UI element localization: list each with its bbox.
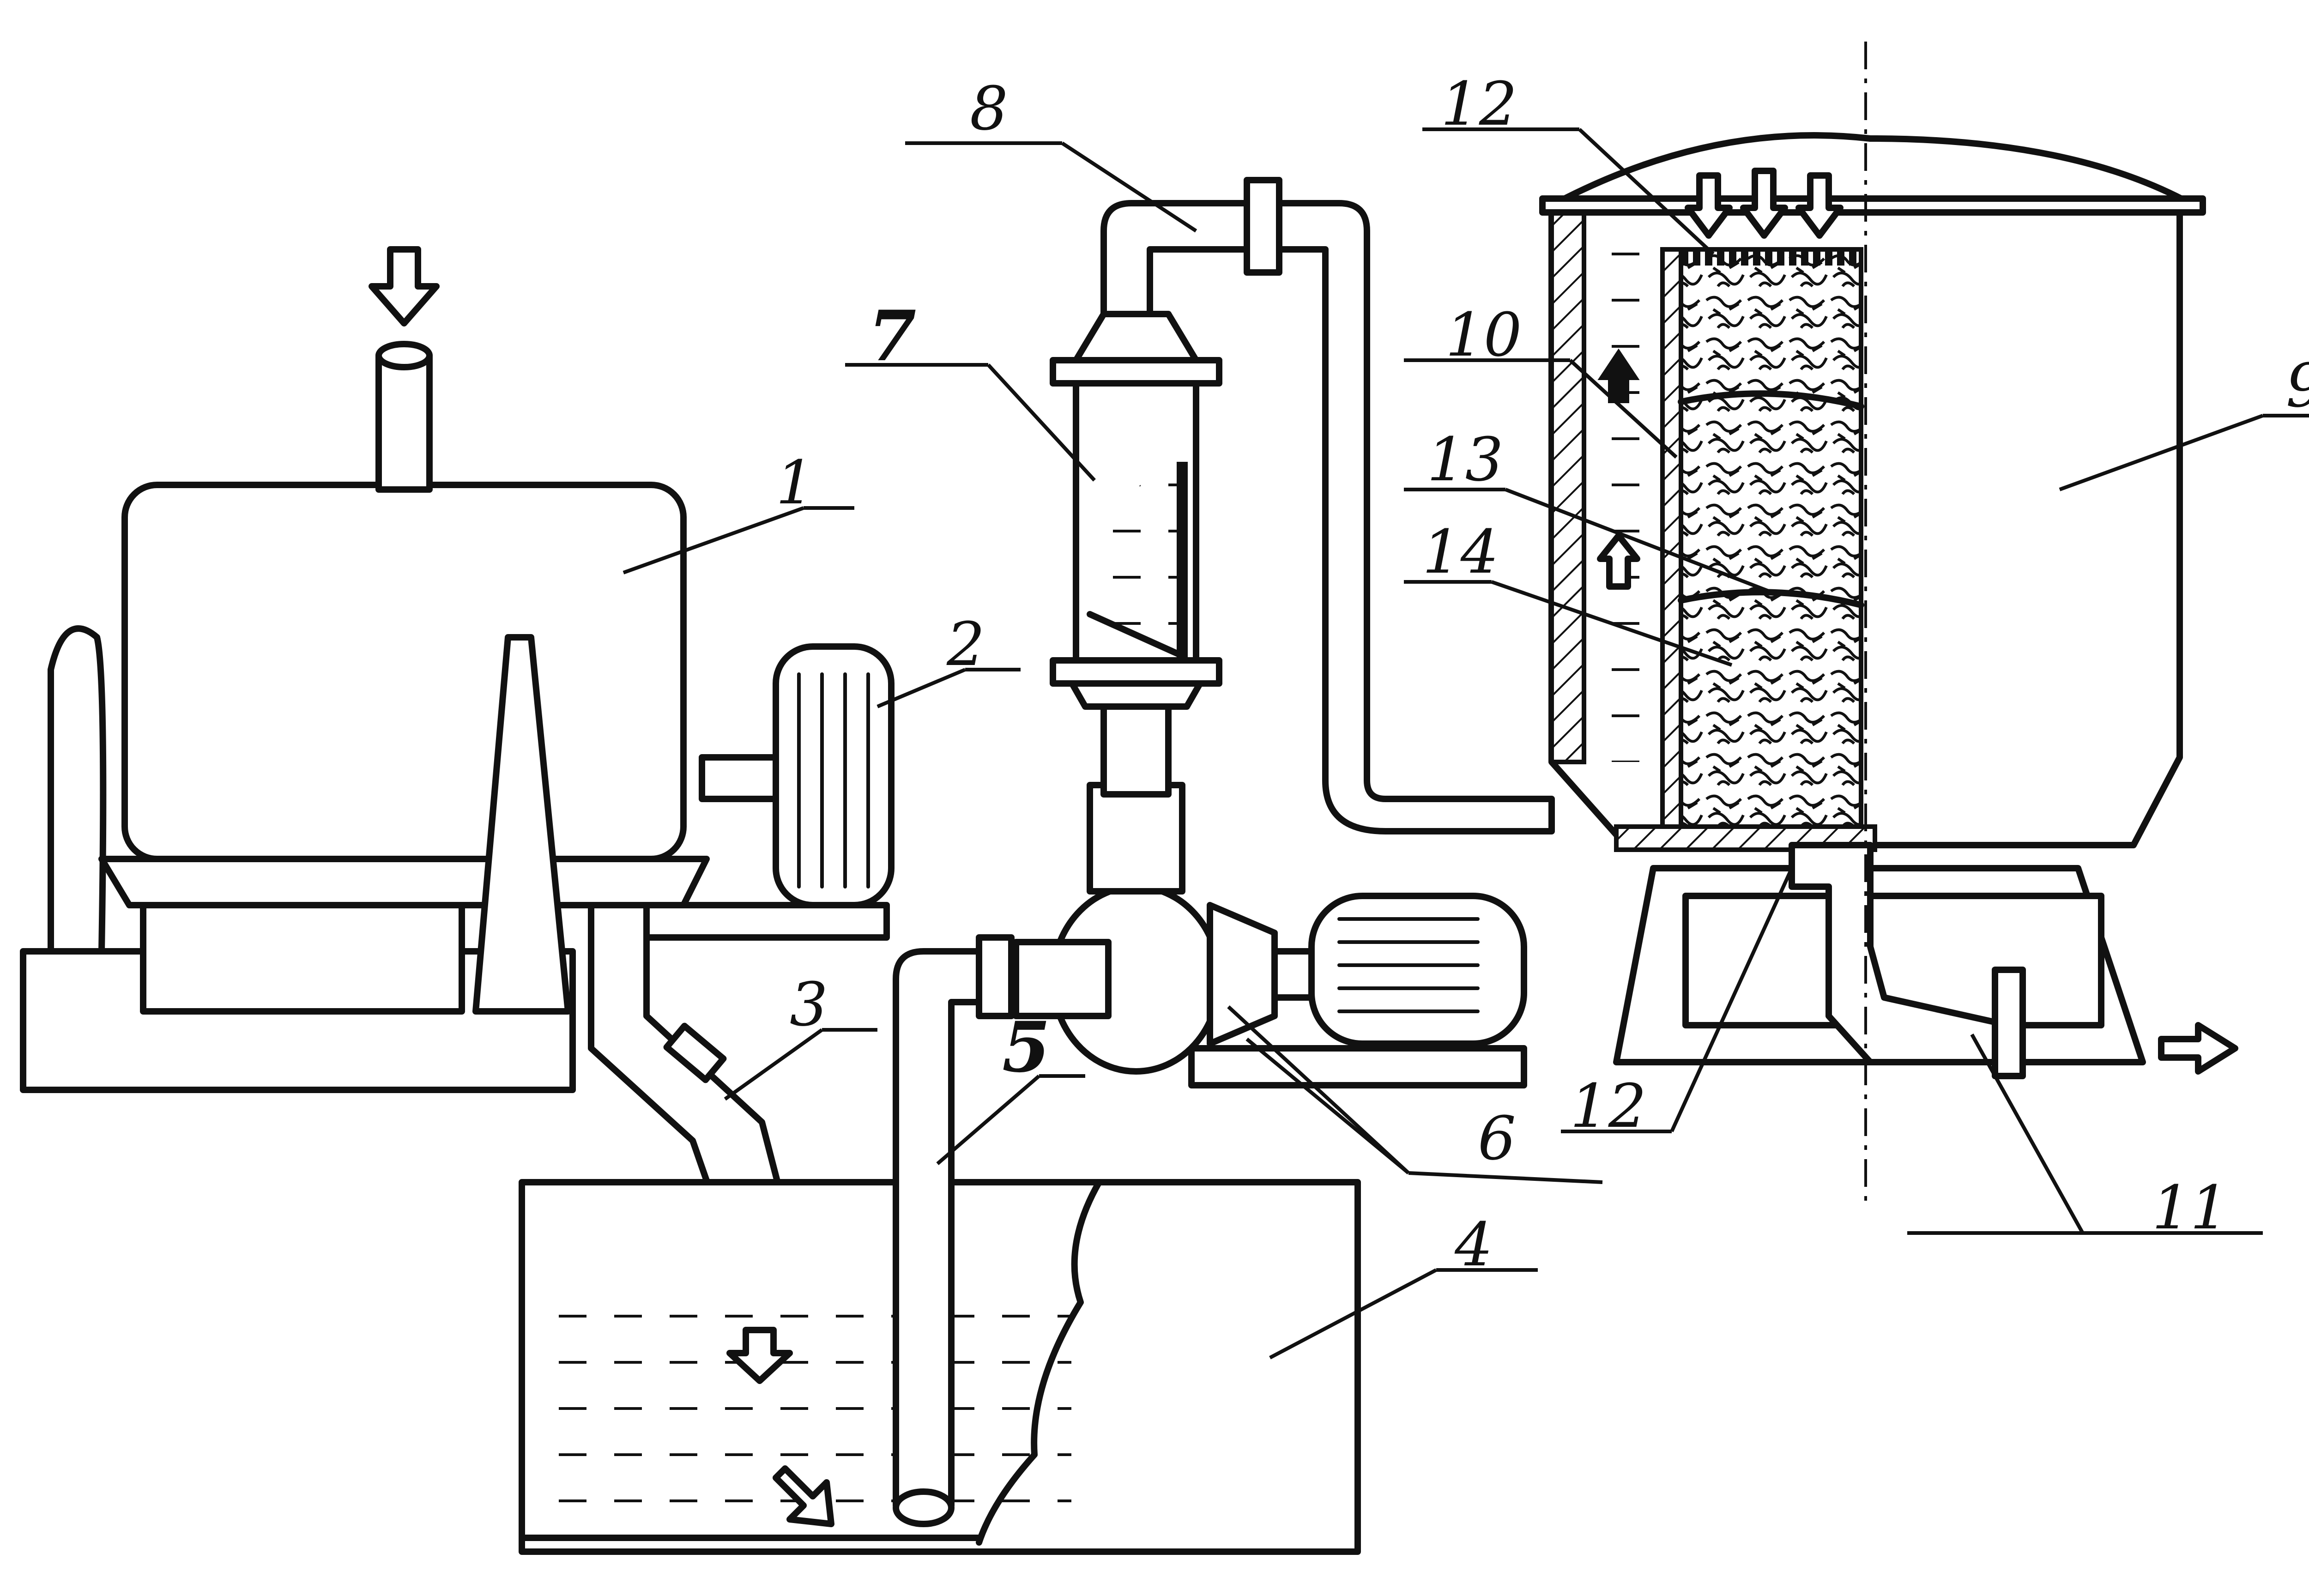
drive-coupling — [702, 757, 776, 799]
suction-pipe-inlet — [896, 1492, 951, 1524]
drive-belt — [647, 905, 887, 937]
pump-inlet — [1016, 942, 1108, 1016]
centrifuge-lower-housing — [143, 905, 462, 1011]
inner-column-wall — [1662, 249, 1681, 827]
callout-5: 5 — [1002, 1007, 1050, 1088]
callout-1: 1 — [776, 447, 814, 518]
suction-flange — [979, 937, 1011, 1016]
callout-13: 13 — [1427, 424, 1503, 495]
pump-riser — [1090, 785, 1182, 891]
filter-upper-cone — [1076, 314, 1196, 360]
callout-2: 2 — [946, 609, 985, 679]
filter-unit — [1053, 314, 1219, 794]
tank-left-wall — [1552, 208, 1584, 762]
callout-14: 14 — [1422, 517, 1499, 587]
inner-column — [1662, 249, 1861, 827]
treatment-tank — [1542, 42, 2235, 1210]
outlet-arrow-right-icon — [2161, 1025, 2235, 1071]
centrifuge-drum — [125, 485, 683, 859]
centrifuge-left-leg — [51, 629, 103, 951]
filter-top-flange — [1053, 360, 1219, 383]
centrifuge-rim — [102, 859, 707, 905]
tank-annulus-water — [1589, 217, 1662, 762]
connecting-pipe-flange — [1247, 180, 1279, 272]
callout-7: 7 — [868, 296, 916, 377]
tank-top-arrows-down-icon — [1688, 171, 1840, 236]
inlet-pipe-mouth — [379, 344, 429, 367]
callout-12-bottom: 12 — [1570, 1071, 1646, 1141]
inlet-pipe — [379, 356, 429, 490]
callout-6: 6 — [1478, 1103, 1516, 1173]
pump-shaft-coupling — [1275, 951, 1312, 998]
drive-motor — [776, 647, 891, 905]
centrifuge-unit — [23, 249, 797, 1263]
pump-bell — [1210, 905, 1275, 1044]
filter-outlet-neck — [1104, 707, 1168, 794]
callout-9: 9 — [2286, 351, 2309, 421]
callout-3: 3 — [790, 969, 828, 1040]
callout-11: 11 — [2152, 1173, 2228, 1243]
inlet-arrow-down-icon — [372, 249, 436, 323]
pump-base — [1191, 1048, 1524, 1085]
tank-top-rim — [1542, 199, 2203, 212]
callout-4: 4 — [1454, 1209, 1493, 1280]
outlet-pipe-flange — [1995, 970, 2023, 1076]
callout-12-top: 12 — [1441, 69, 1517, 139]
callout-10: 10 — [1445, 300, 1522, 370]
callout-8: 8 — [970, 73, 1008, 144]
filter-bottom-flange — [1053, 660, 1219, 683]
